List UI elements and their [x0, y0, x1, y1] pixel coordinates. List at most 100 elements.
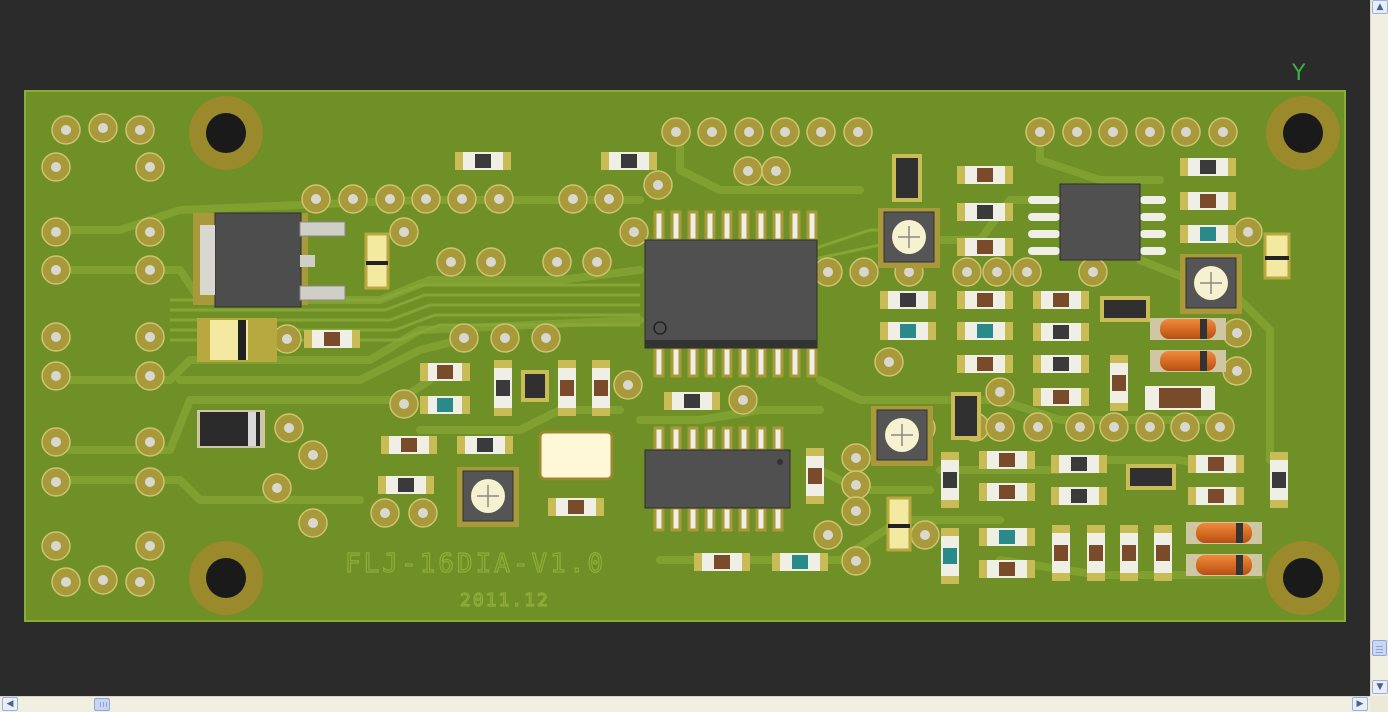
through-hole-pad	[1065, 412, 1095, 442]
scroll-right-button[interactable]: ▶	[1352, 697, 1368, 711]
through-hole-pad	[558, 184, 588, 214]
horizontal-scrollbar[interactable]: ◀ ▶	[0, 696, 1370, 712]
through-hole-pad	[734, 117, 764, 147]
through-hole-pad	[298, 508, 328, 538]
through-hole-pad	[910, 520, 940, 550]
smd-part	[1180, 158, 1236, 176]
ic-pin	[1140, 247, 1166, 255]
through-hole-pad	[1012, 257, 1042, 287]
ic-pin	[789, 210, 801, 242]
smd-part	[772, 553, 828, 571]
smd-part	[664, 392, 720, 410]
smd-part	[420, 396, 470, 414]
through-hole-pad	[874, 347, 904, 377]
ic-pin	[772, 346, 784, 378]
through-hole-pad	[490, 323, 520, 353]
ic-pin	[772, 506, 784, 532]
smd-part-vertical	[806, 448, 824, 504]
smd-part	[1188, 455, 1244, 473]
smd-part	[304, 330, 360, 348]
through-hole-pad	[643, 170, 673, 200]
smd-part	[381, 436, 437, 454]
glass-diode	[1186, 554, 1262, 576]
through-hole-pad	[88, 113, 118, 143]
through-hole-pad	[594, 184, 624, 214]
scroll-down-button[interactable]: ▼	[1372, 680, 1388, 694]
pcb-3d-viewport[interactable]: FLJ-16DIA-V1.0 2011.12 Y	[0, 0, 1370, 696]
through-hole-pad	[1099, 412, 1129, 442]
through-hole-pad	[135, 255, 165, 285]
through-hole-pad	[813, 257, 843, 287]
through-hole-pad	[1233, 217, 1263, 247]
through-hole-pad	[135, 467, 165, 497]
second-ic-soic	[644, 449, 791, 509]
through-hole-pad	[301, 184, 331, 214]
through-hole-pad	[1135, 412, 1165, 442]
ic-pin	[1140, 230, 1166, 238]
glass-diode	[1150, 350, 1226, 372]
smd-part	[957, 238, 1013, 256]
trimmer-potentiometers	[457, 208, 1242, 527]
through-hole-pad	[389, 389, 419, 419]
smd-part-vertical	[592, 360, 610, 416]
vertical-scrollbar[interactable]: ▲ ▼	[1370, 0, 1388, 696]
through-hole-pad	[982, 257, 1012, 287]
tantalum-capacitor	[1263, 232, 1291, 280]
ic-pin	[687, 346, 699, 378]
ic-pin	[687, 210, 699, 242]
sot-transistor	[1100, 296, 1150, 322]
through-hole-pad	[841, 443, 871, 473]
through-hole-pad	[375, 184, 405, 214]
diode-main	[197, 410, 265, 448]
through-hole-pad	[619, 217, 649, 247]
through-hole-pad	[531, 323, 561, 353]
through-hole-pad	[806, 117, 836, 147]
scroll-left-button[interactable]: ◀	[2, 697, 18, 711]
through-hole-pad	[813, 520, 843, 550]
axis-marker-y: Y	[1291, 61, 1306, 86]
ic-pin	[1140, 213, 1166, 221]
through-hole-pad	[1222, 318, 1252, 348]
through-hole-pad	[733, 156, 763, 186]
smd-part-vertical	[558, 360, 576, 416]
silk-board-date: 2011.12	[460, 590, 550, 611]
trimpot	[457, 467, 519, 527]
through-hole-pad	[411, 184, 441, 214]
through-hole-pad	[1025, 117, 1055, 147]
sot-transistor	[521, 370, 549, 402]
glass-diode	[1150, 318, 1226, 340]
through-hole-pad	[841, 546, 871, 576]
ic-pin	[755, 426, 767, 452]
glass-diode	[1186, 522, 1262, 544]
yellow-capacitor	[197, 318, 277, 362]
through-hole-pad	[88, 565, 118, 595]
scroll-up-button[interactable]: ▲	[1372, 0, 1388, 14]
smd-part	[1051, 455, 1107, 473]
smd-part	[1033, 323, 1089, 341]
through-hole-pad	[985, 377, 1015, 407]
ic-pin	[653, 426, 665, 452]
through-hole-pad	[697, 117, 727, 147]
through-hole-pad	[370, 498, 400, 528]
through-hole-pad	[41, 531, 71, 561]
smd-part	[957, 291, 1013, 309]
ic-pin	[738, 426, 750, 452]
tantalum-capacitor	[886, 496, 912, 552]
smd-part-vertical	[494, 360, 512, 416]
smd-part	[1051, 487, 1107, 505]
ic-pin	[704, 426, 716, 452]
through-hole-pad	[272, 324, 302, 354]
smd-part	[378, 476, 434, 494]
through-hole-pad	[761, 156, 791, 186]
through-hole-pad	[1171, 117, 1201, 147]
through-hole-pad	[1135, 117, 1165, 147]
through-hole-pad	[135, 427, 165, 457]
through-hole-pad	[542, 247, 572, 277]
vertical-scroll-thumb[interactable]	[1372, 640, 1387, 656]
horizontal-scroll-thumb[interactable]	[94, 698, 110, 711]
ic-pin	[755, 210, 767, 242]
through-hole-pad	[841, 496, 871, 526]
through-hole-pad	[135, 217, 165, 247]
through-hole-pad	[135, 531, 165, 561]
through-hole-pad	[125, 115, 155, 145]
